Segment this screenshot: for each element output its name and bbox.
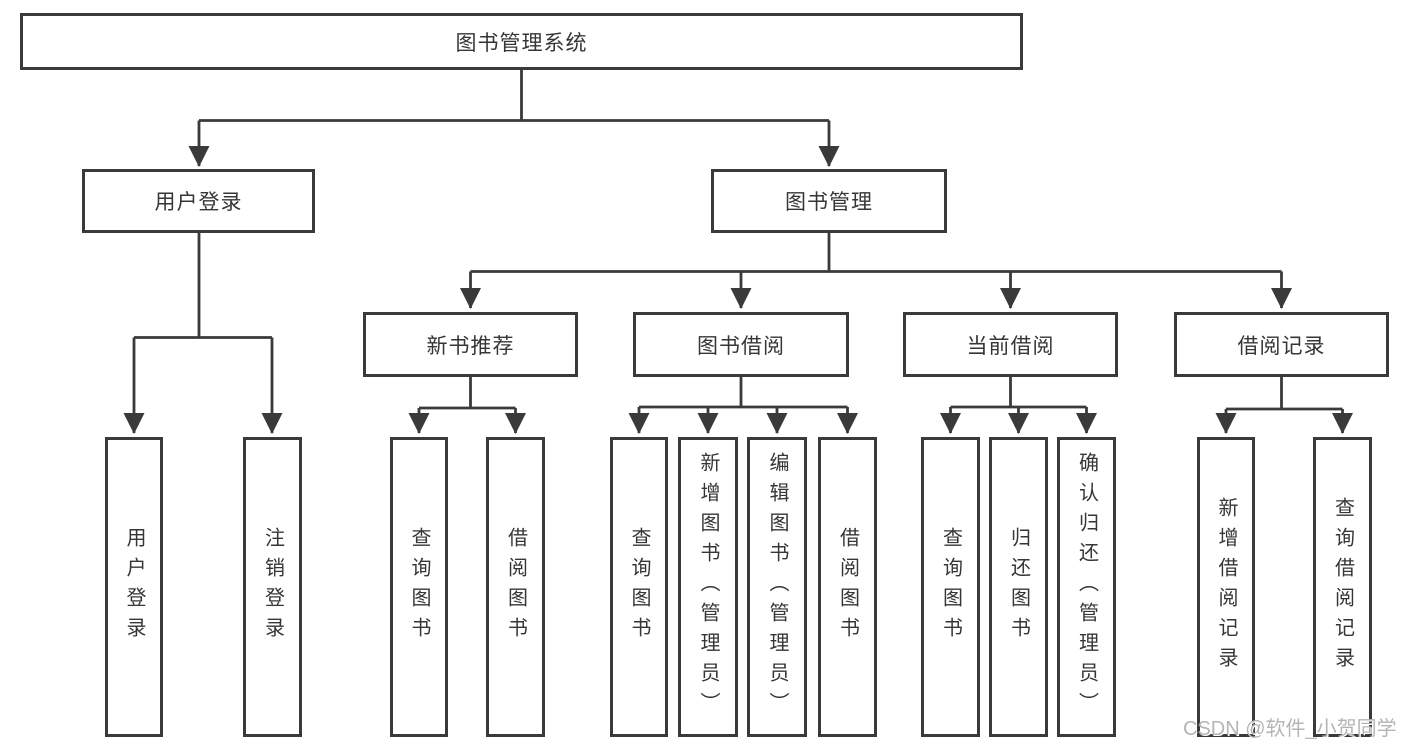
node-root-label: 图书管理系统 — [455, 31, 588, 55]
leaf-logout: 注销登录 — [243, 437, 302, 737]
current-borrow-stem-line — [950, 377, 1087, 409]
leaf-return-books-label: 归还图书 — [1007, 527, 1030, 647]
leaf-add-borrow-record: 新增借阅记录 — [1197, 437, 1255, 737]
leaf-return-books: 归还图书 — [989, 437, 1048, 737]
node-borrow-record: 借阅记录 — [1174, 312, 1389, 377]
node-user-login-label: 用户登录 — [154, 191, 243, 214]
leaf-query-books-1-label: 查询图书 — [408, 527, 430, 647]
leaf-query-books-2-label: 查询图书 — [628, 527, 650, 647]
leaf-query-books-3: 查询图书 — [921, 437, 980, 737]
leaf-add-books-admin-label: 新增图书（管理员） — [697, 452, 719, 722]
node-book-borrow-label: 图书借阅 — [697, 334, 785, 358]
user-login-stem-line — [134, 233, 272, 339]
book-management-stem-line — [470, 233, 1282, 273]
leaf-user-login-label: 用户登录 — [123, 527, 145, 647]
leaf-borrow-books-2-label: 借阅图书 — [836, 527, 859, 647]
leaf-add-books-admin: 新增图书（管理员） — [678, 437, 738, 737]
node-current-borrow-label: 当前借阅 — [966, 334, 1055, 358]
leaf-borrow-books-2: 借阅图书 — [818, 437, 877, 737]
leaf-query-borrow-record-label: 查询借阅记录 — [1331, 497, 1354, 677]
leaf-borrow-books-1-label: 借阅图书 — [504, 527, 527, 647]
node-user-login: 用户登录 — [82, 169, 315, 233]
node-new-book-recommend-label: 新书推荐 — [426, 334, 515, 358]
node-book-management: 图书管理 — [711, 169, 947, 233]
node-root: 图书管理系统 — [20, 13, 1023, 70]
leaf-borrow-books-1: 借阅图书 — [486, 437, 545, 737]
leaf-confirm-return-admin: 确认归还（管理员） — [1057, 437, 1116, 737]
leaf-query-books-3-label: 查询图书 — [939, 527, 962, 647]
leaf-edit-books-admin: 编辑图书（管理员） — [747, 437, 807, 737]
csdn-watermark: CSDN @软件_小贺同学 — [1183, 718, 1397, 740]
leaf-confirm-return-admin-label: 确认归还（管理员） — [1075, 452, 1098, 722]
node-book-borrow: 图书借阅 — [633, 312, 849, 377]
node-current-borrow: 当前借阅 — [903, 312, 1118, 377]
node-new-book-recommend: 新书推荐 — [363, 312, 578, 377]
root-stem-line — [199, 70, 829, 122]
leaf-edit-books-admin-label: 编辑图书（管理员） — [766, 452, 788, 722]
node-book-management-label: 图书管理 — [785, 191, 873, 214]
leaf-add-borrow-record-label: 新增借阅记录 — [1215, 497, 1237, 677]
leaf-query-books-2: 查询图书 — [610, 437, 668, 737]
leaf-user-login: 用户登录 — [105, 437, 163, 737]
borrow-record-stem-line — [1226, 377, 1343, 411]
leaf-query-borrow-record: 查询借阅记录 — [1313, 437, 1372, 737]
node-borrow-record-label: 借阅记录 — [1237, 334, 1326, 358]
leaf-query-books-1: 查询图书 — [390, 437, 448, 737]
new-book-stem-line — [419, 377, 516, 410]
leaf-logout-label: 注销登录 — [261, 527, 284, 647]
book-borrow-stem-line — [639, 377, 848, 409]
